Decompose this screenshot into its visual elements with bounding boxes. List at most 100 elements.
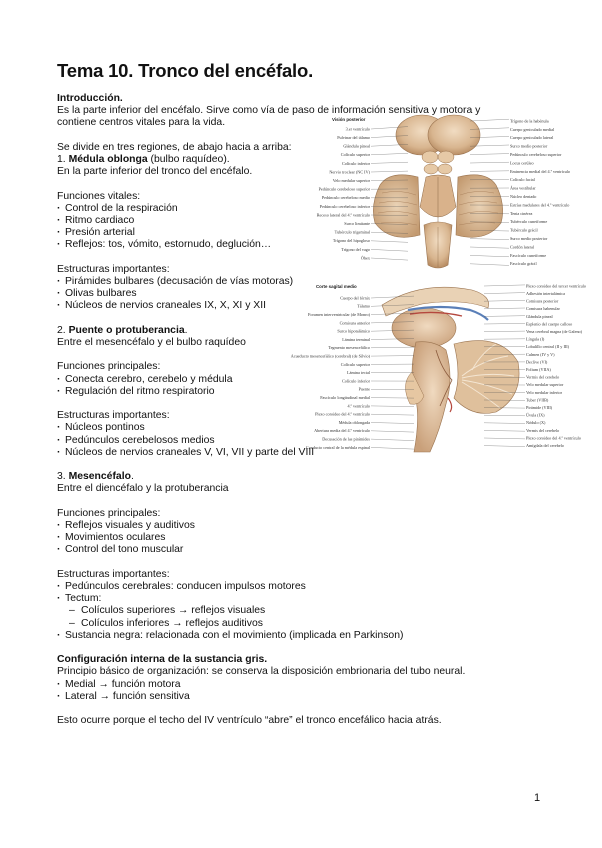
figure-label: Pedúnculo cerebeloso inferior <box>320 204 371 209</box>
leader-line <box>370 240 409 243</box>
figure-label: Nervio troclear (NC IV) <box>329 169 370 174</box>
leader-line <box>370 257 409 261</box>
section-mesencefalo-title: 3. Mesencéfalo. <box>57 471 134 483</box>
list-item: Medial → función motora <box>57 679 547 691</box>
figure-label: Pedúnculo cerebeloso medio <box>322 195 370 200</box>
mesencefalo-functions-heading: Funciones principales: <box>57 507 161 519</box>
figure-label: Comisura anterior <box>340 320 371 325</box>
list-item: Núcleos de nervios craneales V, VI, VII … <box>57 447 547 459</box>
list-item: Reflejos: tos, vómito, estornudo, degluc… <box>57 239 547 251</box>
page-number: 1 <box>534 792 541 804</box>
leader-line <box>483 430 526 432</box>
leader-line <box>483 315 526 317</box>
list-item: Olivas bulbares <box>57 288 547 300</box>
figure-label: Vermis del cerebelo <box>526 375 559 380</box>
leader-line <box>483 284 526 287</box>
config-line-1: Principio básico de organización: se con… <box>57 666 466 678</box>
figure-label: Tenia cinérea <box>510 211 533 216</box>
leader-line <box>469 136 510 138</box>
leader-line <box>483 330 526 332</box>
leader-line <box>370 438 415 441</box>
figure-label: Lobulillo central (II y III) <box>526 344 570 349</box>
leader-line <box>469 170 510 172</box>
medula-functions-heading: Funciones vitales: <box>57 190 141 202</box>
puente-functions-heading: Funciones principales: <box>57 361 161 373</box>
figure-label: Cuerpo geniculado lateral <box>510 135 554 140</box>
figure-label: Pirámide (VIII) <box>526 405 553 410</box>
leader-line <box>370 249 409 252</box>
leader-line <box>469 119 510 122</box>
figure-label: Tubérculo trigeminal <box>335 230 371 235</box>
figure-label: Esplenio del cuerpo calloso <box>526 321 572 326</box>
figure-label: Decusación de las pirámides <box>322 437 370 442</box>
figure-label: Glándula pineal <box>526 314 553 319</box>
figure-label: Comisura habenular <box>526 306 560 311</box>
leader-line <box>370 135 409 138</box>
list-item: Regulación del ritmo respiratorio <box>57 386 547 398</box>
figure-label: Pulvinar del tálamo <box>337 135 370 140</box>
figure-label: Trígono del vago <box>341 247 370 252</box>
list-item: Presión arterial <box>57 227 547 239</box>
figure-label: Velo medular superior <box>333 178 371 183</box>
figure-label: Foramen interventricular (de Monro) <box>308 312 371 317</box>
leader-line <box>469 246 510 249</box>
leader-line <box>370 355 415 357</box>
figure-label: Médula oblongada <box>339 420 370 425</box>
list-item: Control del tono muscular <box>57 544 547 556</box>
figure-label: Nódulo (X) <box>526 420 546 425</box>
leader-line <box>370 162 409 164</box>
figure-label: Lámina tectal <box>347 370 371 375</box>
figure-label: Eminencia medial del 4.º ventrículo <box>510 169 570 174</box>
list-item: Control de la respiración <box>57 203 547 215</box>
figure-label: Surco medio posterior <box>510 236 548 241</box>
mesencefalo-structures-heading: Estructuras importantes: <box>57 568 170 580</box>
figure-label: Conducto central de la médula espinal <box>306 445 371 450</box>
brainstem-posterior-illustration: Visión posterior 3.er ventrículoPulvinar… <box>317 114 570 269</box>
figure-label: Amígdala del cerebelo <box>526 443 564 448</box>
figure-label: Língula (I) <box>526 337 545 342</box>
figure-label: Óbex <box>361 255 371 260</box>
leader-line <box>483 292 526 294</box>
figure-label: Folium (VIIA) <box>526 367 551 372</box>
leader-line <box>370 346 415 348</box>
figure-label: Cuerpo del fórnix <box>340 295 371 300</box>
leader-line <box>483 437 526 440</box>
leader-line <box>370 170 409 173</box>
text-column: Introducción. Es la parte inferior del e… <box>57 93 547 727</box>
leader-line <box>370 153 409 155</box>
leader-line <box>370 405 415 407</box>
intro-line-2: contiene centros vitales para la vida. <box>57 117 226 129</box>
page-title: Tema 10. Tronco del encéfalo. <box>57 60 314 81</box>
figure-label: Área vestibular <box>510 186 536 191</box>
figure-label: Puente <box>359 387 371 392</box>
figure-label: Glándula pineal <box>343 144 370 149</box>
figure-label: Colículo inferior <box>342 378 371 383</box>
figure-label: Surco hipotalámico <box>337 329 370 334</box>
medula-structures-heading: Estructuras importantes: <box>57 263 170 275</box>
figure-label: Trígono del hipogloso <box>333 238 370 243</box>
leader-line <box>483 422 526 424</box>
figure-label: Tuber (VIIB) <box>526 397 549 402</box>
leader-line <box>370 179 409 181</box>
figure-label: Fascículo grácil <box>510 261 537 266</box>
figure-label: Velo medular superior <box>526 382 564 387</box>
list-item: Tectum: <box>57 593 547 605</box>
figure-label: Plexo coroideo del tercer ventrículo <box>526 283 586 288</box>
leader-line <box>483 300 526 302</box>
figure-bottom-heading: Corte sagital medio <box>316 284 357 289</box>
section-medula-desc: En la parte inferior del tronco del encé… <box>57 166 253 178</box>
figure-label: Surco medio posterior <box>510 144 548 149</box>
leader-line <box>370 321 415 324</box>
list-item: Núcleos pontinos <box>57 422 547 434</box>
figure-label: Tálamo <box>357 304 370 309</box>
config-heading: Configuración interna de la sustancia gr… <box>57 654 268 666</box>
leader-line <box>469 153 510 155</box>
leader-line <box>370 295 415 299</box>
puente-structures-heading: Estructuras importantes: <box>57 410 170 422</box>
leader-line <box>483 415 526 416</box>
leader-line <box>370 430 415 433</box>
figure-label: Pedúnculo cerebeloso superior <box>510 152 562 157</box>
leader-line <box>469 255 510 257</box>
figure-label: Abertura media del 4.º ventrículo <box>314 428 370 433</box>
leader-line <box>370 214 409 216</box>
